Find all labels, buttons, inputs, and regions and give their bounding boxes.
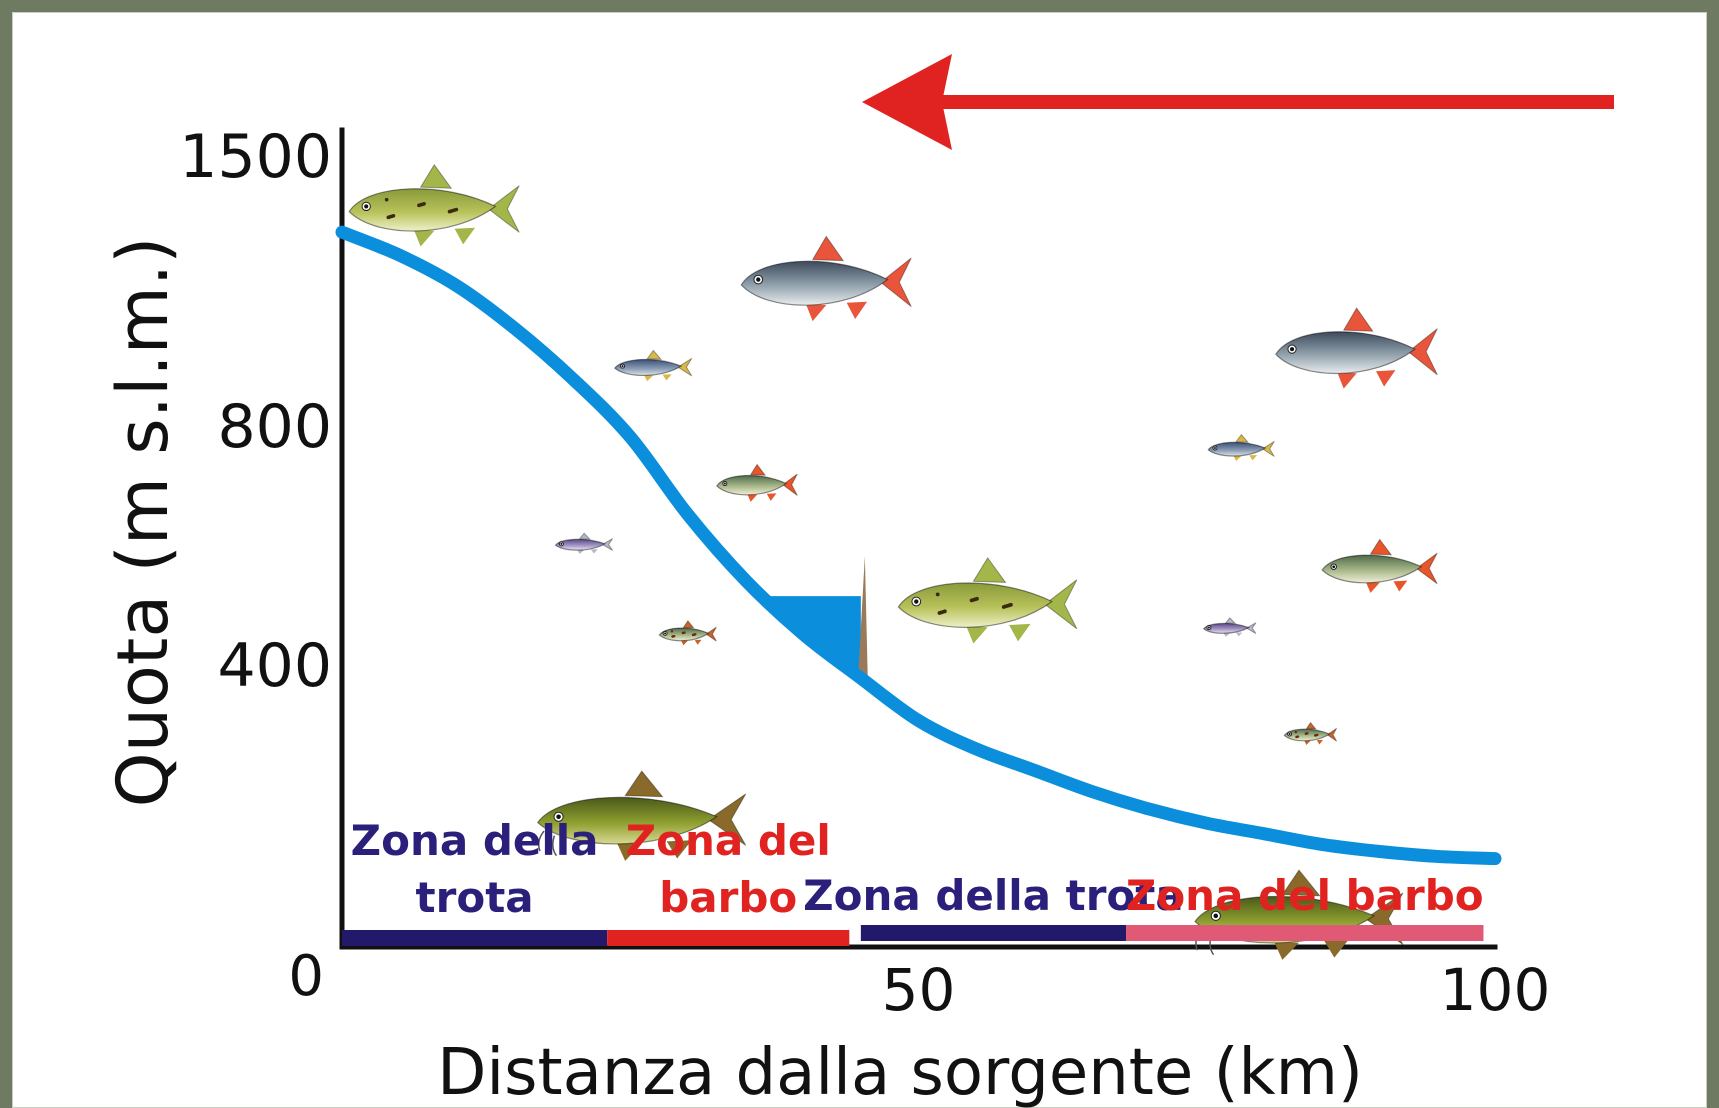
fish-bleak <box>1202 617 1257 637</box>
x-axis-title: Distanza dalla sorgente (km) <box>437 1036 1363 1108</box>
zone-bar <box>342 930 608 946</box>
zone-label: trota <box>416 873 534 922</box>
dam-wall <box>857 556 868 683</box>
y-tick-label: 800 <box>217 392 332 462</box>
y-tick-label: 1500 <box>179 122 332 192</box>
altitude-profile-chart: 0 400 800 1500 50 100 Quota (m s.l.m.) Dista… <box>102 54 1614 1108</box>
x-tick-label: 100 <box>1440 956 1551 1024</box>
fish-rudd <box>716 463 798 502</box>
river-profile-line <box>335 225 1502 866</box>
arrow-shaft <box>942 95 1614 109</box>
fish-sculpin <box>658 620 717 646</box>
y-axis-title: Quota (m s.l.m.) <box>102 237 184 808</box>
x-tick-label: 50 <box>882 956 956 1024</box>
arrow-head <box>862 54 952 150</box>
fish-roach <box>740 235 912 322</box>
y-tick-label: 400 <box>217 631 332 701</box>
fish-sculpin <box>1283 721 1338 746</box>
zone-bar <box>860 925 1127 941</box>
fish-illustrations <box>348 163 1438 960</box>
fish-barbel <box>536 770 747 861</box>
x-tick-labels: 50 100 <box>882 956 1551 1024</box>
fish-rudd <box>1321 538 1438 593</box>
fish-roach <box>1275 307 1438 389</box>
zone-label: Zona del barbo <box>1126 871 1484 920</box>
figure-frame: 0 400 800 1500 50 100 Quota (m s.l.m.) Dista… <box>12 12 1707 1108</box>
fish-minnow <box>1207 433 1275 461</box>
fish-minnow <box>613 349 693 382</box>
zone-label: Zona del <box>626 816 831 865</box>
zone-label: Zona della trota <box>803 871 1184 920</box>
zone-label: Zona della <box>351 816 599 865</box>
zone-bar <box>1126 925 1484 941</box>
flow-direction-arrow <box>862 54 1614 150</box>
fish-trout <box>897 556 1078 644</box>
fish-bleak <box>554 532 614 555</box>
y-tick-labels: 0 400 800 1500 <box>179 122 332 1009</box>
y-tick-label: 0 <box>288 944 324 1009</box>
zone-bar <box>607 930 850 946</box>
zone-label: barbo <box>659 873 797 922</box>
fish-trout <box>348 163 520 247</box>
